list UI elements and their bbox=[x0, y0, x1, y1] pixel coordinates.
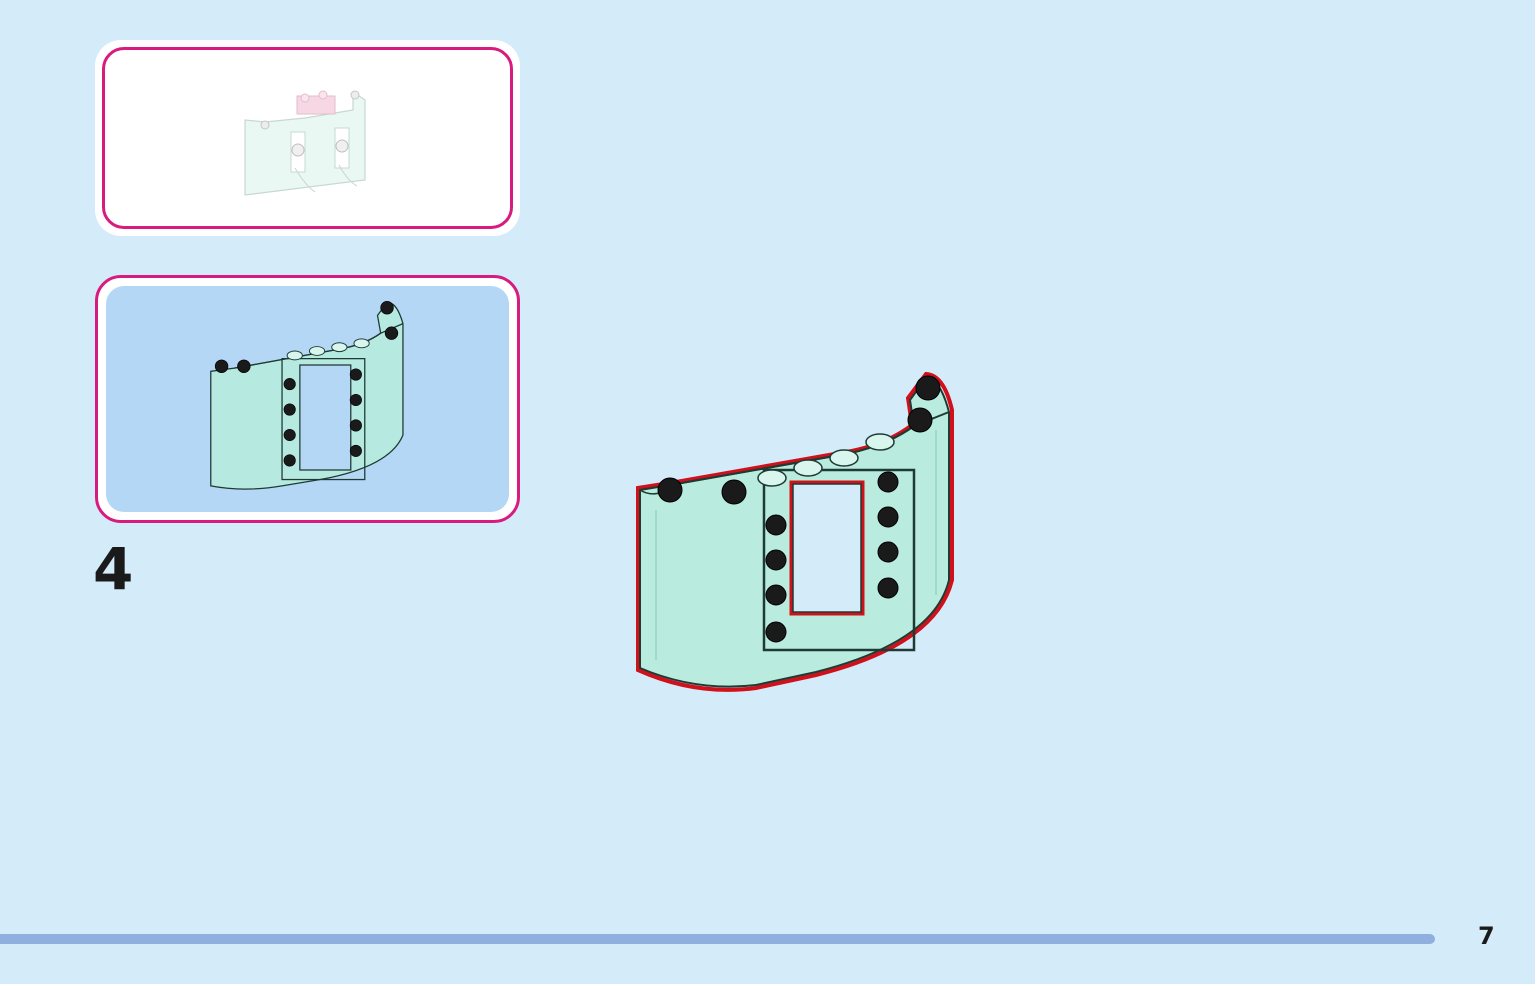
context-panel bbox=[95, 40, 520, 236]
page-number: 7 bbox=[1478, 922, 1495, 950]
completed-model-preview-icon bbox=[244, 90, 366, 196]
sub-assembly-result-icon bbox=[210, 301, 404, 490]
step-number: 4 bbox=[93, 535, 134, 603]
progress-bar bbox=[0, 934, 1435, 944]
result-panel bbox=[95, 275, 520, 523]
window-wall-part-icon bbox=[636, 371, 954, 692]
